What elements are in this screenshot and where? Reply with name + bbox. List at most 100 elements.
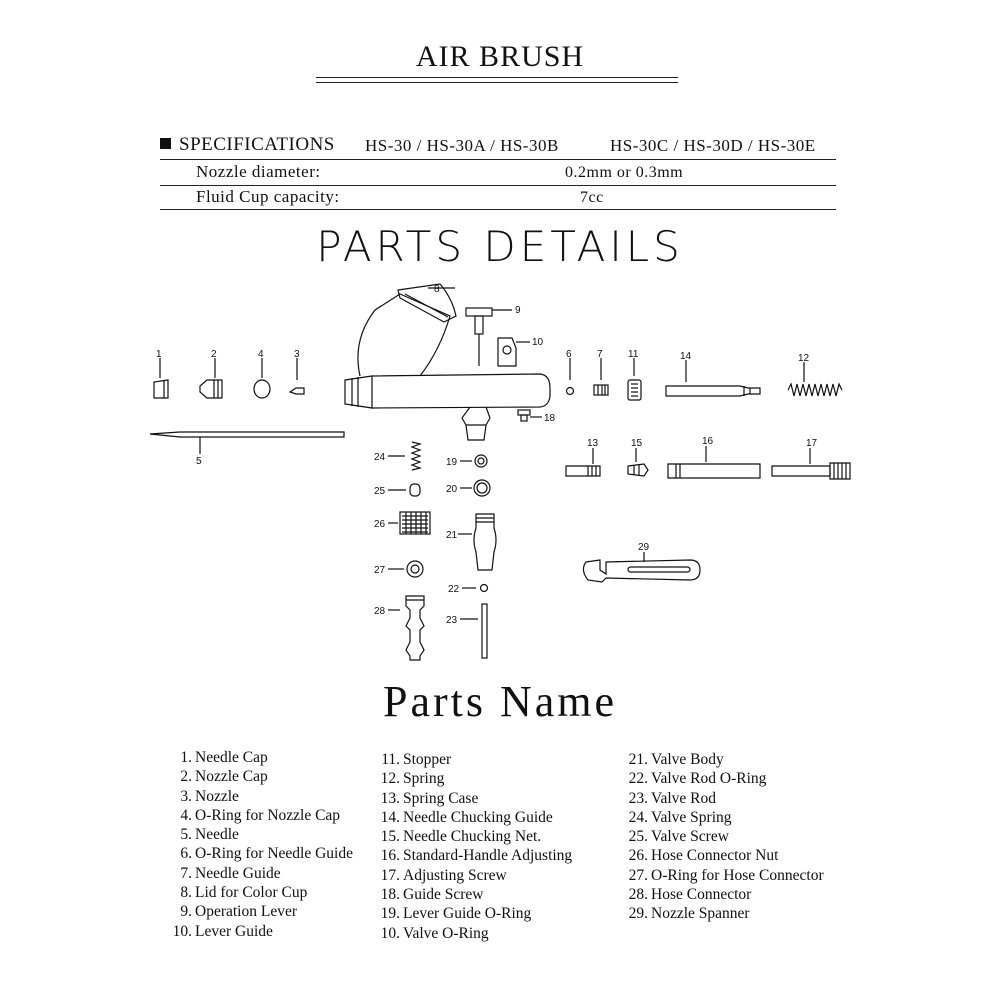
list-item: 29.Nozzle Spanner xyxy=(628,905,750,923)
diagram-label-5: 5 xyxy=(196,456,202,467)
title-underline-2 xyxy=(316,82,678,83)
part-26-hose-connector-nut xyxy=(388,511,431,535)
list-item: 10.Lever Guide xyxy=(172,922,273,940)
exploded-parts-diagram: 8 9 10 18 1 2 4 3 5 6 7 11 14 12 13 15 1… xyxy=(149,283,851,661)
diagram-label-3: 3 xyxy=(294,349,300,360)
bullet-square-icon xyxy=(160,138,171,149)
part-2-nozzle-cap xyxy=(199,358,223,399)
diagram-label-19: 19 xyxy=(446,457,458,468)
list-item: 22.Valve Rod O-Ring xyxy=(628,770,767,788)
diagram-label-2: 2 xyxy=(211,349,217,360)
parts-name-title: Parts Name xyxy=(382,677,618,726)
diagram-label-21: 21 xyxy=(446,530,458,541)
list-item: 12.Spring xyxy=(380,770,445,788)
part-4-o-ring xyxy=(253,358,271,399)
diagram-label-18: 18 xyxy=(544,413,556,424)
title-underline-1 xyxy=(316,77,678,78)
list-item: 25.Valve Screw xyxy=(628,828,729,846)
diagram-label-11: 11 xyxy=(628,349,639,360)
part-12-spring xyxy=(787,362,843,397)
list-item: 7.Needle Guide xyxy=(180,864,281,882)
part-28-hose-connector xyxy=(388,595,425,661)
list-item: 21.Valve Body xyxy=(628,751,724,768)
diagram-label-17: 17 xyxy=(806,438,818,449)
part-3-nozzle xyxy=(288,358,305,395)
diagram-label-1: 1 xyxy=(156,349,162,360)
list-item: 16.Standard-Handle Adjusting xyxy=(380,847,573,865)
list-item: 18.Guide Screw xyxy=(380,886,484,904)
list-item: 2.Nozzle Cap xyxy=(180,768,268,786)
spec-label-cup: Fluid Cup capacity: xyxy=(196,187,340,206)
part-29-nozzle-spanner xyxy=(582,552,701,583)
part-13-spring-case xyxy=(565,448,601,477)
part-17-adjusting-screw xyxy=(771,448,851,480)
part-1-needle-cap xyxy=(153,358,169,399)
list-item: 28.Hose Connector xyxy=(628,886,752,904)
list-item: 8.Lid for Color Cup xyxy=(180,884,308,902)
specifications-heading-text: SPECIFICATIONS xyxy=(179,134,335,155)
diagram-label-14: 14 xyxy=(680,351,692,362)
spec-models-b: HS-30C / HS-30D / HS-30E xyxy=(610,136,816,155)
part-11-stopper xyxy=(627,358,642,401)
part-9-operation-lever xyxy=(465,307,512,366)
list-item: 15.Needle Chucking Net. xyxy=(380,828,542,846)
list-item: 11.Stopper xyxy=(381,751,452,768)
list-item: 13.Spring Case xyxy=(380,789,479,807)
diagram-label-9: 9 xyxy=(515,305,521,316)
list-item: 4.O-Ring for Nozzle Cap xyxy=(180,806,341,824)
list-item: 17.Adjusting Screw xyxy=(380,866,507,884)
specifications-heading: SPECIFICATIONS xyxy=(160,134,335,156)
part-10-lever-guide xyxy=(497,337,530,367)
diagram-label-20: 20 xyxy=(446,484,458,495)
part-20-valve-o-ring xyxy=(460,479,491,497)
spec-label-nozzle: Nozzle diameter: xyxy=(196,162,321,181)
part-15-needle-chucking-net xyxy=(627,448,649,477)
diagram-label-26: 26 xyxy=(374,519,386,530)
list-item: 26.Hose Connector Nut xyxy=(628,847,779,865)
part-24-valve-spring xyxy=(388,441,423,471)
list-item: 23.Valve Rod xyxy=(628,789,717,807)
diagram-label-23: 23 xyxy=(446,615,458,626)
diagram-label-27: 27 xyxy=(374,565,386,576)
spec-models-a: HS-30 / HS-30A / HS-30B xyxy=(365,136,559,155)
diagram-label-24: 24 xyxy=(374,452,386,463)
part-14-needle-chucking-guide xyxy=(665,360,761,397)
diagram-label-10: 10 xyxy=(532,337,544,348)
diagram-label-29: 29 xyxy=(638,542,650,553)
parts-list-column-1: 1.Needle Cap 2.Nozzle Cap 3.Nozzle 4.O-R… xyxy=(160,748,353,941)
part-16-standard-handle xyxy=(667,446,761,479)
list-item: 9.Operation Lever xyxy=(180,903,297,921)
parts-details-title: PARTS DETAILS xyxy=(316,222,684,271)
part-6-o-ring xyxy=(565,358,575,396)
spec-rule-1 xyxy=(160,159,836,160)
list-item: 10.Valve O-Ring xyxy=(380,924,489,942)
list-item: 6.O-Ring for Needle Guide xyxy=(180,845,353,863)
list-item: 5.Needle xyxy=(180,826,239,844)
diagram-label-12: 12 xyxy=(798,353,810,364)
parts-list-column-2: 11.Stopper 12.Spring 13.Spring Case 14.N… xyxy=(370,750,573,943)
airbrush-body xyxy=(344,283,551,441)
diagram-label-7: 7 xyxy=(597,349,603,360)
list-item: 19.Lever Guide O-Ring xyxy=(380,905,532,923)
part-22-valve-rod-o-ring xyxy=(462,583,489,593)
list-item: 1.Needle Cap xyxy=(180,749,268,766)
diagram-label-25: 25 xyxy=(374,486,386,497)
spec-rule-3 xyxy=(160,209,836,210)
diagram-label-4: 4 xyxy=(258,349,264,360)
list-item: 24.Valve Spring xyxy=(628,808,732,826)
diagram-label-8: 8 xyxy=(434,284,440,295)
diagram-label-15: 15 xyxy=(631,438,643,449)
diagram-label-16: 16 xyxy=(702,436,714,447)
part-27-o-ring-hose-connector xyxy=(388,560,424,578)
diagram-label-6: 6 xyxy=(566,349,572,360)
page-title: AIR BRUSH xyxy=(415,40,585,73)
spec-rule-2 xyxy=(160,185,836,186)
spec-value-nozzle: 0.2mm or 0.3mm xyxy=(565,164,684,181)
part-7-needle-guide xyxy=(593,358,609,396)
spec-value-cup: 7cc xyxy=(580,189,604,206)
diagram-label-13: 13 xyxy=(587,438,599,449)
diagram-label-22: 22 xyxy=(448,584,460,595)
diagram-label-28: 28 xyxy=(374,606,386,617)
part-25-valve-screw xyxy=(388,483,421,497)
part-19-lever-guide-o-ring xyxy=(460,454,488,468)
